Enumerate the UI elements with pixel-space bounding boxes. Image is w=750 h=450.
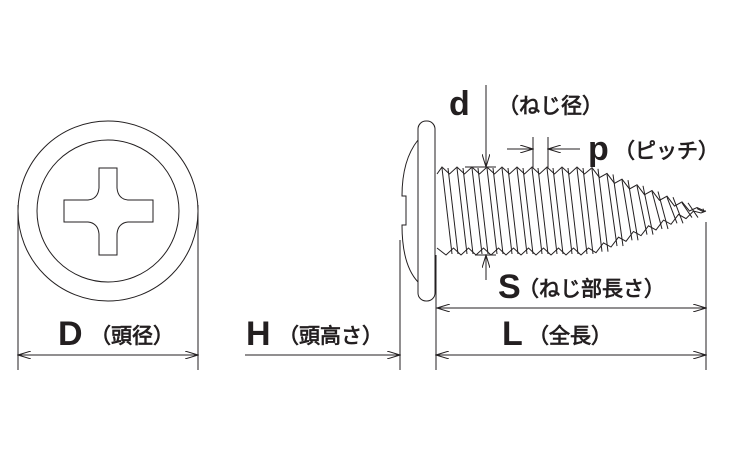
thread-helix-line: [606, 174, 618, 247]
thread-helix-line: [582, 167, 594, 255]
label-L-symbol: L: [502, 315, 523, 353]
label-D-text: （頭径）: [90, 324, 174, 348]
thread-helix-line: [552, 167, 564, 255]
dimension-p: [507, 137, 580, 168]
thread-helix-line: [687, 202, 699, 218]
thread-helix-line: [456, 167, 468, 255]
thread-helix-line: [576, 167, 588, 255]
thread-helix-line: [522, 167, 534, 255]
thread-helix-line: [471, 167, 483, 255]
dimension-D: [18, 205, 198, 370]
head-dome: [401, 139, 419, 283]
label-H-symbol: H: [246, 315, 271, 353]
head-top-view: [17, 120, 199, 302]
thread-helix-line: [681, 202, 693, 218]
thread-bottom-profile: [436, 210, 707, 256]
thread-helix-line: [561, 167, 573, 255]
thread-helix-line: [477, 167, 489, 255]
label-p-text: （ピッチ）: [614, 139, 719, 163]
label-S-text: （ねじ部長さ）: [518, 277, 665, 301]
thread-helix-line: [666, 197, 678, 224]
thread-helix-line: [501, 167, 513, 255]
thread-helix-line: [651, 191, 663, 230]
thread-helix-line: [537, 167, 549, 255]
phillips-cross-recess: [63, 167, 154, 256]
head-flange: [417, 120, 436, 302]
thread-helix-line: [597, 168, 609, 252]
thread-helix-line: [672, 197, 684, 224]
thread: [436, 166, 707, 256]
dimension-H: [245, 240, 437, 370]
label-d-text: （ねじ径）: [498, 94, 603, 118]
label-S-symbol: S: [498, 268, 521, 306]
thread-helix-line: [636, 185, 648, 235]
thread-helix-line: [462, 167, 474, 255]
screw-side-view: [401, 120, 707, 302]
thread-helix-line: [531, 167, 543, 255]
label-L-text: （全長）: [528, 324, 612, 348]
label-p-symbol: p: [588, 130, 609, 168]
thread-helix-line: [696, 208, 705, 213]
dimension-S: [437, 222, 706, 370]
head-inner-circle: [36, 139, 180, 283]
head-outer-circle: [17, 120, 199, 302]
thread-helix-line: [591, 168, 603, 252]
thread-helix-line: [642, 185, 654, 235]
thread-helix-line: [621, 180, 633, 241]
label-H-text: （頭高さ）: [278, 324, 383, 348]
thread-helix-line: [657, 191, 669, 230]
label-D-symbol: D: [58, 315, 83, 353]
thread-helix-line: [492, 167, 504, 255]
thread-helix-line: [702, 208, 705, 213]
thread-top-profile: [436, 166, 706, 212]
thread-helix-line: [546, 167, 558, 255]
thread-helix-line: [441, 167, 453, 255]
label-d-symbol: d: [449, 85, 470, 123]
thread-helix-line: [567, 167, 579, 255]
thread-helix-line: [627, 180, 639, 241]
thread-helix-line: [612, 174, 624, 247]
thread-helix-line: [507, 167, 519, 255]
dimension-d: [465, 85, 496, 280]
thread-helix-line: [447, 167, 459, 255]
thread-helix-line: [516, 167, 528, 255]
thread-helix-line: [486, 167, 498, 255]
